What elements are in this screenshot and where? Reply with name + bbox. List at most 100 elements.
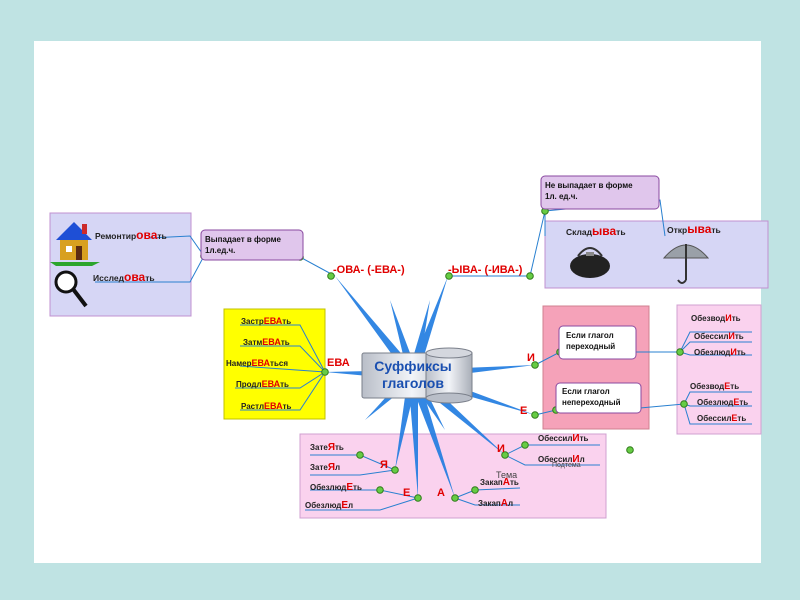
branch-e-bottom[interactable]: Е	[403, 487, 410, 499]
center-title-line1: Суффиксы	[374, 358, 451, 374]
eva_words-word-1-post: ть	[281, 338, 290, 347]
e_intrans_words-word-1-suf: Е	[733, 397, 739, 407]
connector-e-word1	[683, 391, 752, 405]
note-intransitive[interactable]: Если глагол непереходный	[555, 382, 642, 414]
svg-text:переходный: переходный	[566, 342, 615, 351]
e_intrans_words-word-1-pre: Обезлюд	[697, 398, 733, 407]
e_bottom_words-word-1-suf: Е	[341, 500, 348, 511]
svg-text:Если глагол: Если глагол	[562, 387, 610, 396]
e_bottom_words-word-0-pre: Обезлюд	[310, 483, 346, 492]
i_bottom_words-word-0: ОбессилИть	[538, 433, 589, 444]
magnifier-icon	[54, 270, 88, 308]
e_intrans_words-word-1: ОбезлюдЕть	[697, 397, 748, 407]
ya_words-word-0-pre: Зате	[310, 443, 328, 452]
ova_words-word-0: Ремонтировать	[95, 228, 167, 242]
e_intrans_words-word-2-post: ть	[737, 414, 746, 423]
connector-eva-2	[240, 345, 326, 373]
node-10[interactable]	[414, 494, 422, 502]
connector-eva-4	[235, 371, 326, 389]
i_trans_words-word-2-post: ть	[737, 348, 746, 357]
a_words-word-1-suf: А	[501, 498, 508, 509]
node-9[interactable]	[391, 466, 399, 474]
note-drops[interactable]: Выпадает в форме 1л.ед.ч.	[200, 229, 304, 261]
connector-i-bottom-word2	[504, 454, 600, 466]
eva_words-word-2-post: ться	[270, 359, 288, 368]
note-stays[interactable]: Не выпадает в форме 1л. ед.ч.	[540, 175, 660, 210]
center-title-line2: глаголов	[382, 375, 444, 391]
i_trans_words-word-0-pre: Обезвод	[691, 314, 725, 323]
node-11[interactable]	[451, 494, 459, 502]
eva_words-word-4-post: ть	[283, 402, 292, 411]
note-transitive[interactable]: Если глагол переходный	[558, 325, 637, 360]
eva_words-word-4-pre: Растл	[241, 402, 264, 411]
branch-e-right[interactable]: Е	[520, 405, 527, 417]
eva_words-word-1-pre: Затм	[243, 338, 262, 347]
branch-ya[interactable]: Я	[380, 459, 388, 471]
node-18[interactable]	[376, 486, 384, 494]
node-14[interactable]	[526, 272, 534, 280]
yva_words-word-0-pre: Склад	[566, 227, 593, 237]
connector-ova-word1	[149, 235, 205, 257]
tooltip-topic: Тема	[496, 470, 517, 480]
a_words-word-0-post: ть	[510, 478, 519, 487]
i-e-examples-panel	[676, 304, 762, 435]
ya_words-word-0-suf: Я	[328, 442, 335, 453]
node-21[interactable]	[626, 446, 634, 454]
eva_words-word-0: ЗастрЕВАть	[241, 316, 291, 326]
svg-text:Не выпадает в форме: Не выпадает в форме	[545, 181, 633, 190]
connector-e-word3	[683, 403, 752, 425]
ova_words-word-1-post: ть	[145, 273, 154, 283]
branch-ova[interactable]: -ОВА- (-ЕВА-)	[333, 264, 405, 276]
i_bottom_words-word-1-suf: И	[572, 454, 579, 465]
node-2[interactable]	[445, 272, 453, 280]
eva_words-word-3-suf: ЕВА	[262, 379, 281, 389]
node-19[interactable]	[471, 486, 479, 494]
node-7[interactable]	[531, 411, 539, 419]
node-4[interactable]	[321, 368, 329, 376]
i_bottom_words-word-1-post: л	[580, 455, 585, 464]
eva_words-word-3-post: ть	[280, 380, 289, 389]
i_bottom_words-word-0-post: ть	[580, 434, 589, 443]
node-20[interactable]	[521, 441, 529, 449]
eva_words-word-3-pre: Продл	[236, 380, 262, 389]
branch-a[interactable]: А	[437, 487, 445, 499]
ova_words-word-0-suf: ова	[136, 228, 158, 242]
bottom-examples-panel	[299, 433, 607, 519]
i_bottom_words-word-1-pre: Обессил	[538, 455, 572, 464]
e_bottom_words-word-0-suf: Е	[346, 482, 353, 493]
i_bottom_words-word-0-pre: Обессил	[538, 434, 572, 443]
ray-7	[408, 373, 455, 498]
ya_words-word-1: ЗатеЯл	[310, 462, 340, 473]
branch-eva[interactable]: ЕВА	[327, 357, 350, 369]
svg-text:1л.ед.ч.: 1л.ед.ч.	[205, 246, 235, 255]
node-12[interactable]	[501, 451, 509, 459]
node-5[interactable]	[531, 361, 539, 369]
i_bottom_words-word-1: ОбессилИл	[538, 454, 585, 465]
svg-text:непереходный: непереходный	[562, 398, 621, 407]
i_trans_words-word-0-post: ть	[732, 314, 741, 323]
node-8[interactable]	[680, 400, 688, 408]
node-6[interactable]	[676, 348, 684, 356]
branch-i-bottom[interactable]: И	[497, 443, 505, 455]
eva_words-word-3: ПродлЕВАть	[236, 379, 289, 389]
i_trans_words-word-0-suf: И	[725, 313, 731, 323]
node-17[interactable]	[356, 451, 364, 459]
eva_words-word-2-pre: Намер	[226, 359, 252, 368]
a_words-word-1-pre: Закап	[478, 499, 501, 508]
connector-a-word2	[454, 497, 520, 506]
eva_words-word-1-suf: ЕВА	[262, 337, 281, 347]
branch-yva[interactable]: -ЫВА- (-ИВА-)	[448, 264, 523, 276]
e_intrans_words-word-0-pre: Обезвод	[690, 382, 724, 391]
i_trans_words-word-2: ОбезлюдИть	[694, 347, 746, 357]
connector-i-word3	[679, 341, 752, 353]
yva_words-word-1: Открывать	[667, 222, 721, 236]
eva_words-word-2: НамерЕВАться	[226, 358, 288, 368]
branch-i-right[interactable]: И	[527, 352, 535, 364]
center-node[interactable]: Суффиксы глаголов	[361, 347, 473, 404]
house-icon	[50, 222, 100, 266]
e_bottom_words-word-1-pre: Обезлюд	[305, 501, 341, 510]
a_words-word-1-post: л	[508, 499, 513, 508]
node-1[interactable]	[327, 272, 335, 280]
svg-text:1л. ед.ч.: 1л. ед.ч.	[545, 192, 578, 201]
